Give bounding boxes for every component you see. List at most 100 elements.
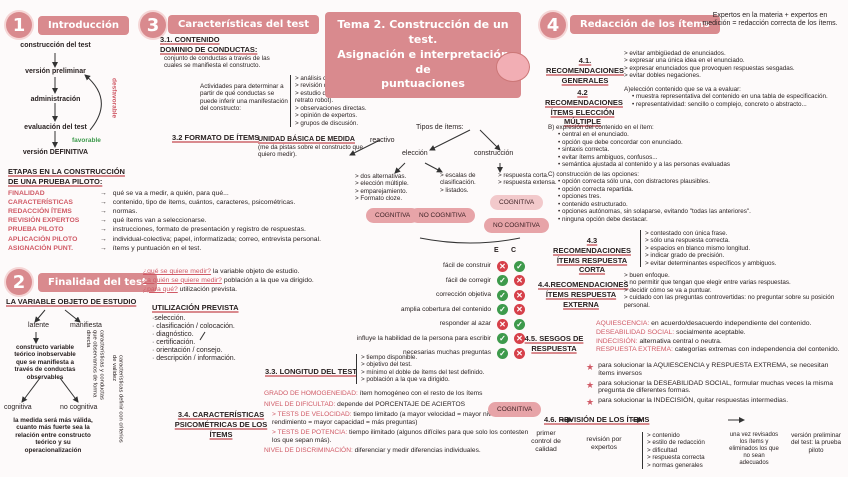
section-title-redaccion: Redacción de los ítems xyxy=(570,15,720,34)
pill-cognitiva-3: COGNITIVA xyxy=(488,402,542,418)
opcion-c-list: • opción correcta sólo una, con distract… xyxy=(548,178,848,223)
etapa-row: FINALIDAD → qué se va a medir, a quién, pa… xyxy=(8,190,378,198)
check-icon: ✓ xyxy=(497,289,508,301)
table-row: corrección objetiva✓✕ xyxy=(320,288,525,303)
table-row-label: corrección objetiva xyxy=(436,291,491,299)
psico-value: diferenciar y medir diferencias individu… xyxy=(354,447,481,455)
reactivo-label: reactivo xyxy=(370,137,395,144)
opcion-a-list: • muestra representativa del contenido e… xyxy=(624,93,844,108)
construccion-list: > respuesta corta.> respuesta extensa. xyxy=(498,172,578,187)
pill-nocognitiva-1: NO COGNITIVA xyxy=(410,208,475,224)
general-item: > evitar ambigüedad de enunciados. xyxy=(624,50,726,57)
table-row: amplia cobertura del contenido✓✕ xyxy=(320,303,525,318)
c31-title: 3.1. CONTENIDO xyxy=(160,35,220,44)
etapa-row: CARACTERÍSTICAS→contenido, tipo de ítems… xyxy=(8,199,378,207)
question-text: ¿para qué? xyxy=(143,285,178,293)
table-row: necesarias muchas preguntas✓✕ xyxy=(320,346,525,361)
externa-list: > buen enfoque.> no permitir que tengan … xyxy=(624,272,844,309)
star-icon: ★ xyxy=(586,362,595,372)
flow-list: > contenido> estilo de redacción> dificu… xyxy=(642,432,728,470)
check-icon: ✓ xyxy=(497,333,508,345)
corta-item: > evitar determinantes específicos y amb… xyxy=(645,259,777,267)
etapas-list: FINALIDAD → qué se va a medir, a quién, pa… xyxy=(8,190,378,254)
arrow-icon: → xyxy=(100,190,107,197)
answer-text: población a la que va dirigido. xyxy=(221,276,314,284)
flow-item: > contenido xyxy=(647,432,680,439)
util-item: · certificación. xyxy=(152,339,196,347)
psico-row: NIVEL DE DISCRIMINACIÓN: diferenciar y m… xyxy=(264,447,529,455)
etapa-row: APLICACIÓN PILOTO→individual-colectiva; … xyxy=(8,236,378,244)
corta-item: > indicar grado de precisión. xyxy=(645,252,725,260)
etapa-value: qué se va a medir, a quién, para qué... xyxy=(112,190,229,197)
r42-title: 4.2 RECOMENDACIONES ÍTEMS ELECCIÓN MÚLTI… xyxy=(545,88,623,127)
section-number-1: 1 xyxy=(6,12,32,38)
b-item: • central en el enunciado. xyxy=(558,131,629,139)
etapa-row: REVISIÓN EXPERTOS→qué ítems van a selecc… xyxy=(8,217,378,225)
opcion-b-list: • central en el enunciado.• opción que d… xyxy=(548,131,848,168)
side-note-2: características definir con criterios de… xyxy=(110,355,124,443)
util-title: UTILIZACIÓN PREVISTA xyxy=(152,303,239,312)
eleccion-item: > emparejamiento. xyxy=(355,187,408,195)
b-item: • semántica ajustada al contenido y a la… xyxy=(558,161,730,169)
c32-title: 3.2 FORMATO DE ÍTEMS xyxy=(172,133,260,142)
psico-key: NIVEL DE DIFICULTAD: xyxy=(264,400,338,408)
longitud-item: > población a la que va dirigido. xyxy=(361,376,450,384)
actividad-item: > grupos de discusión. xyxy=(295,119,359,127)
flow-step: versión preliminar del test: la prueba p… xyxy=(790,432,842,454)
pill-cognitiva-2: COGNITIVA xyxy=(490,195,544,211)
eleccion-item: > escalas de clasificación. xyxy=(440,172,476,187)
etapa-row: REDACCIÓN ÍTEMS→normas. xyxy=(8,208,378,216)
c33-title: 3.3. LONGITUD DEL TEST xyxy=(265,367,357,376)
solucion-text: para solucionar la DESEABILIDAD SOCIAL, … xyxy=(598,379,834,395)
cycle-step: evaluación del test xyxy=(24,124,87,131)
solucion-row: ★para solucionar la INDECISIÓN, quitar r… xyxy=(586,397,846,407)
eleccion-list: > dos alternativas.> elección múltiple.>… xyxy=(355,173,433,203)
corta-item: > espacios en blanco mismo longitud. xyxy=(645,244,751,252)
sesgo-row: RESPUESTA EXTREMA: categorías extremas c… xyxy=(596,346,846,354)
util-item: ·selección. xyxy=(152,315,186,322)
psico-value: tiempo limitado (a mayor velocidad = may… xyxy=(272,411,506,426)
question-row: ¿para qué? utilización prevista. xyxy=(143,286,373,294)
etapa-key: FINALIDAD xyxy=(8,190,45,197)
table-row-label: fácil de corregir xyxy=(445,276,491,284)
comparison-table: fácil de construir✕✓fácil de corregir✓✕c… xyxy=(320,259,525,361)
dominio-title: DOMINIO DE CONDUCTAS: xyxy=(160,45,258,54)
c-item: • opciones autónomas, sin solaparse, evi… xyxy=(558,208,751,216)
c-item: • contenido estructurado. xyxy=(558,200,628,208)
solucion-row: ★para solucionar la DESEABILIDAD SOCIAL,… xyxy=(586,380,846,396)
opcion-c: C) construcción de las opciones: • opció… xyxy=(548,171,848,223)
opcion-b: B) expresión del contenido en el ítem: •… xyxy=(548,124,848,169)
answer-text: la variable objeto de estudio. xyxy=(211,268,300,275)
title-line: Asignación e interpretación de xyxy=(337,47,509,76)
sesgo-key: RESPUESTA EXTREMA: xyxy=(596,346,675,354)
sesgo-value: en acuerdo/desacuerdo independiente del … xyxy=(651,320,812,327)
pill-cognitiva-1: COGNITIVA xyxy=(366,208,420,224)
psicometricas-list: GRADO DE HOMOGENEIDAD: ítem homogéneo co… xyxy=(264,390,529,458)
eleccion-list-2: > escalas de clasificación.> listados. xyxy=(440,172,495,194)
col-e-label: E xyxy=(494,247,499,254)
arrow-icon: → xyxy=(100,217,107,225)
corta-item: > contestado con única frase. xyxy=(645,230,728,237)
section-number-2: 2 xyxy=(6,269,32,295)
opcion-a-title: A)elección contenido que se va a evaluar… xyxy=(624,86,741,93)
psico-value: depende del PORCENTAJE DE ACIERTOS xyxy=(337,400,466,408)
a-item: • muestra representativa del contenido e… xyxy=(632,93,828,101)
title-line: Tema 2. Construcción de un test. xyxy=(337,18,509,46)
etapa-row: PRUEBA PILOTO→instrucciones, formato de … xyxy=(8,226,378,234)
check-icon: ✓ xyxy=(514,260,525,272)
eleccion-item: > listados. xyxy=(440,186,469,194)
sesgo-row: INDECISIÓN: alternativa central o neutra… xyxy=(596,338,846,346)
cognitiva-label: cognitiva xyxy=(4,404,32,411)
psico-value: tiempo ilimitado (algunos difíciles para… xyxy=(272,429,529,444)
b-item: • evitar ítems ambiguos, confusos... xyxy=(558,153,658,161)
favorable-label: favorable xyxy=(72,137,101,144)
actividad-item: > observaciones directas. xyxy=(295,104,367,112)
actividades-text: Actividades para determinar a partir de … xyxy=(200,83,288,113)
section-title-introduccion: Introducción xyxy=(38,16,129,35)
flow-step: revisión por expertos xyxy=(586,436,622,452)
cycle-step: versión DEFINITIVA xyxy=(22,149,89,156)
desfavorable-label: desfavorable xyxy=(110,78,118,119)
table-row-label: necesarias muchas preguntas xyxy=(403,349,491,357)
etapas-title: ETAPAS EN LA CONSTRUCCIÓN DE UNA PRUEBA … xyxy=(8,167,125,186)
cross-icon: ✕ xyxy=(497,318,508,330)
